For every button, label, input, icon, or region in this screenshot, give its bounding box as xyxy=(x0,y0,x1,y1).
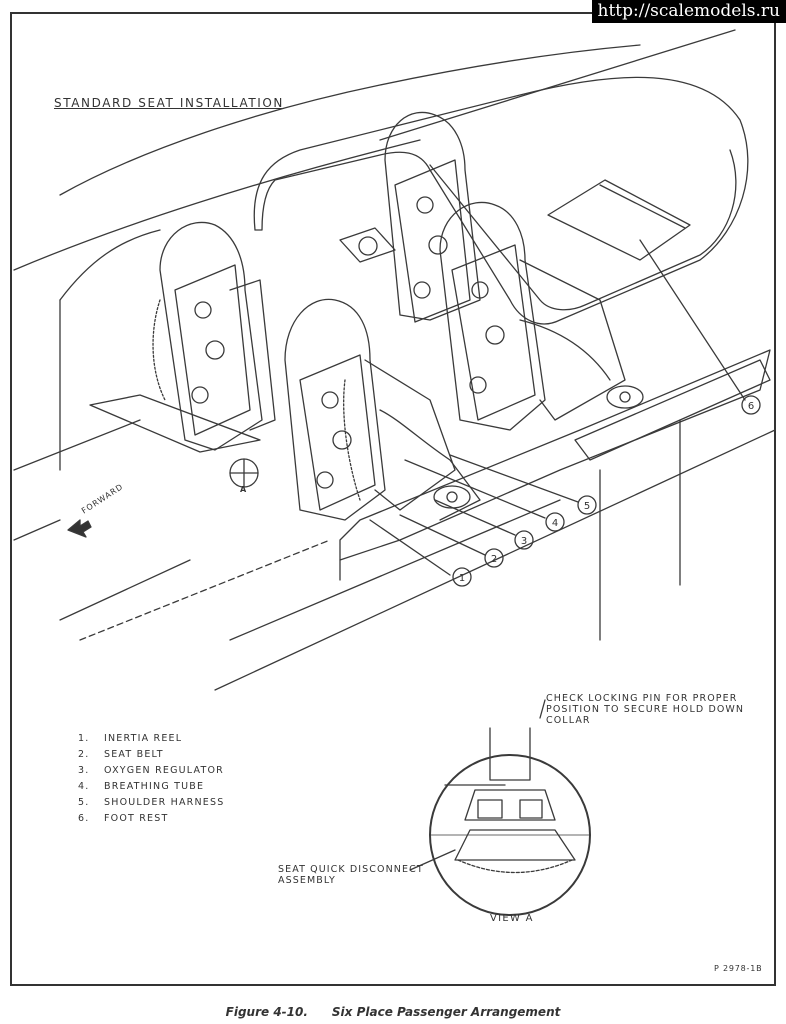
forward-arrow-icon xyxy=(67,519,92,538)
legend-item: 4.BREATHING TUBE xyxy=(78,781,205,792)
legend-item: 6.FOOT REST xyxy=(78,813,169,824)
leader-6 xyxy=(639,239,746,401)
callout-4-circle xyxy=(545,512,565,532)
seat-front-right xyxy=(439,201,644,431)
view-a-marker: A xyxy=(229,458,259,494)
callout-numbers: 1 2 3 4 5 6 xyxy=(459,401,754,584)
seat-rear-left xyxy=(152,221,276,451)
seat-front-left xyxy=(284,298,481,521)
figure-title: Six Place Passenger Arrangement xyxy=(331,1005,561,1019)
locking-pin-note: CHECK LOCKING PIN FOR PROPER POSITION TO… xyxy=(546,693,745,726)
leader-5 xyxy=(449,454,579,503)
legend-item: 5.SHOULDER HARNESS xyxy=(78,797,225,808)
legend-item: 3.OXYGEN REGULATOR xyxy=(78,765,224,776)
fuselage-outline xyxy=(13,29,776,691)
watermark: http://scalemodels.ru xyxy=(591,0,786,23)
legend: 1.INERTIA REEL 2.SEAT BELT 3.OXYGEN REGU… xyxy=(78,731,224,827)
legend-item: 1.INERTIA REEL xyxy=(78,733,183,744)
callouts xyxy=(369,239,761,587)
quick-disconnect-label: SEAT QUICK DISCONNECT ASSEMBLY xyxy=(278,864,424,886)
view-marker-letter: A xyxy=(240,485,247,494)
callout-6: 6 xyxy=(748,401,754,412)
leader-3 xyxy=(434,499,516,536)
leader-4 xyxy=(404,459,546,519)
legend-item: 2.SEAT BELT xyxy=(78,749,164,760)
figure-caption: Figure 4-10. Six Place Passenger Arrangem… xyxy=(0,1005,786,1019)
callout-5-circle xyxy=(577,495,597,515)
section-title: STANDARD SEAT INSTALLATION xyxy=(54,96,285,110)
callout-1-circle xyxy=(452,567,472,587)
callout-2: 2 xyxy=(491,554,497,565)
seat-rear-right xyxy=(339,111,481,323)
view-a-label: VIEW A xyxy=(490,913,534,924)
callout-6-circle xyxy=(741,395,761,415)
part-number: P 2978-1B xyxy=(714,964,763,973)
view-a-detail xyxy=(409,699,591,916)
callout-5: 5 xyxy=(584,501,590,512)
callout-4: 4 xyxy=(552,518,558,529)
callout-3: 3 xyxy=(521,536,527,547)
figure-number: Figure 4-10. xyxy=(225,1005,308,1019)
callout-1: 1 xyxy=(459,573,465,584)
callout-2-circle xyxy=(484,548,504,568)
callout-3-circle xyxy=(514,530,534,550)
leader-2 xyxy=(399,514,486,556)
leader-1 xyxy=(369,519,451,576)
canopy xyxy=(253,76,749,325)
floor-rails xyxy=(89,349,771,581)
page-border xyxy=(10,12,776,986)
